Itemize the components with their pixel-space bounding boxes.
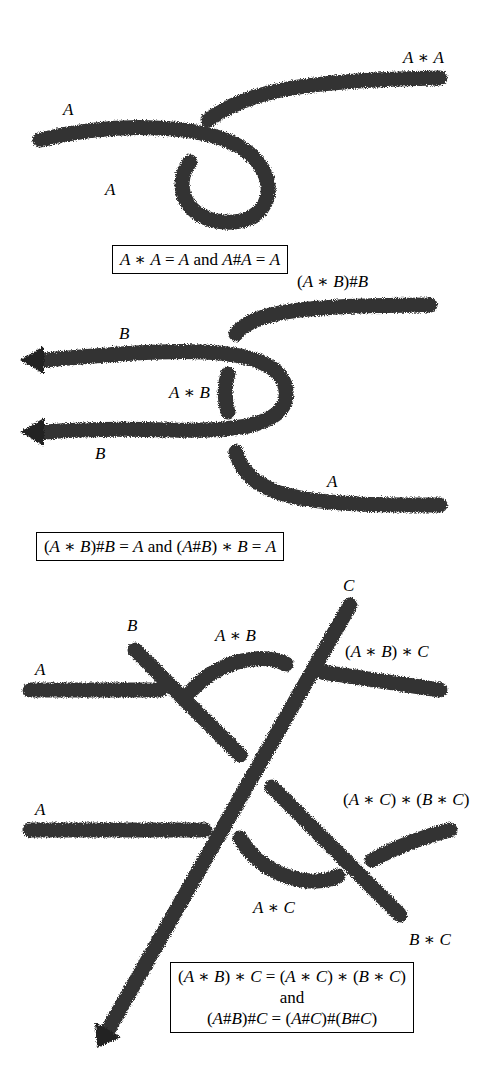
strand-label: A [62, 100, 74, 119]
strand-label: (A ∗ C) ∗ (B ∗ C) [342, 790, 470, 809]
strand [30, 823, 205, 838]
strand-label: A ∗ C [252, 898, 296, 917]
strand-label: B ∗ C [408, 930, 452, 949]
equation-box: (A ∗ B)#B = A and (A#B) ∗ B = A [36, 532, 284, 561]
equation-text: (A ∗ B)#B = A and (A#B) ∗ B = A [44, 536, 276, 557]
equation-text: A ∗ A = A and A#A = A [120, 249, 280, 270]
strand [45, 351, 286, 432]
strand [225, 374, 228, 412]
strand [236, 452, 440, 505]
strand-label: B [118, 324, 130, 343]
strand-label: (A ∗ B)#B [296, 272, 369, 291]
strand [192, 659, 286, 690]
arrowhead [20, 418, 44, 446]
strand [322, 672, 440, 690]
strand [240, 838, 338, 881]
strand-label: B [94, 444, 106, 463]
strand [372, 830, 450, 860]
equation-box: A ∗ A = A and A#A = A [112, 245, 288, 274]
strand-label: A ∗ B [214, 626, 257, 645]
strand-label: A [34, 800, 46, 819]
equation-text: (A ∗ B) ∗ C = (A ∗ C) ∗ (B ∗ C) and (A#B… [178, 966, 406, 1029]
strand [208, 78, 440, 120]
strand-label: A [104, 180, 116, 199]
strand-label: (A ∗ B) ∗ C [344, 642, 430, 661]
strand [30, 683, 160, 698]
arrowhead [20, 346, 44, 374]
strand-label: A ∗ A [402, 48, 445, 67]
strand-label: A [326, 472, 338, 491]
equation-box: (A ∗ B) ∗ C = (A ∗ C) ∗ (B ∗ C) and (A#B… [170, 962, 414, 1033]
strand-label: A [34, 660, 46, 679]
strand-label: C [342, 576, 355, 595]
strand-label: A ∗ B [168, 383, 211, 402]
strand [40, 128, 268, 222]
strand [236, 305, 430, 334]
arrowhead [95, 1022, 121, 1048]
strand-label: B [126, 616, 138, 635]
